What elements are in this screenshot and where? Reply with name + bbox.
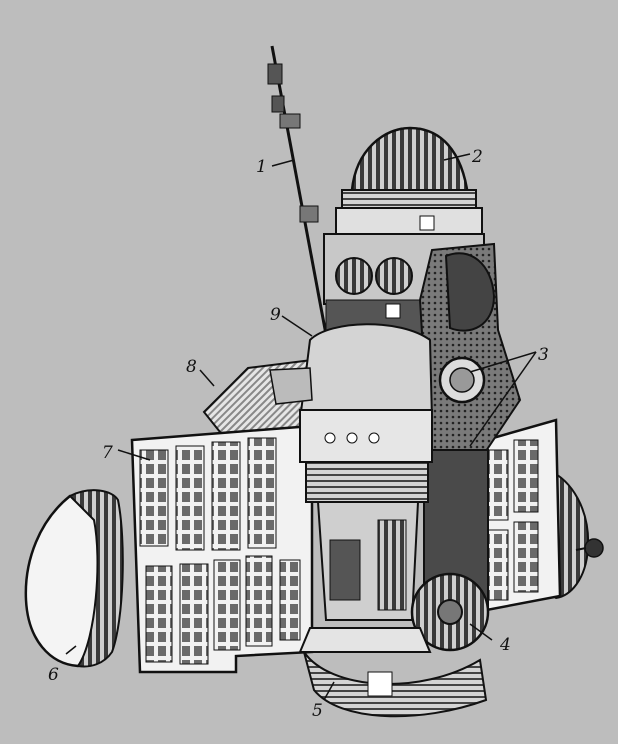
callout-9: 9 (270, 305, 281, 325)
leader-lines (65, 153, 537, 701)
callout-4: 4 (499, 635, 511, 655)
callout-2: 2 (471, 147, 483, 167)
callout-6: 6 (48, 665, 59, 685)
central-body (269, 323, 434, 621)
callout-3: 3 (538, 345, 549, 365)
callout-7: 7 (102, 443, 113, 463)
callout-5: 5 (312, 701, 323, 721)
bottom-ring (298, 627, 488, 718)
radiator-panels (418, 242, 522, 611)
callout-1: 1 (256, 157, 267, 177)
conical-antenna (335, 126, 483, 235)
disc-wheel (410, 572, 490, 652)
solar-panel-right (470, 418, 562, 614)
callout-8: 8 (186, 357, 197, 377)
dish-antenna-left (24, 489, 124, 668)
solar-panel-left (130, 424, 314, 674)
